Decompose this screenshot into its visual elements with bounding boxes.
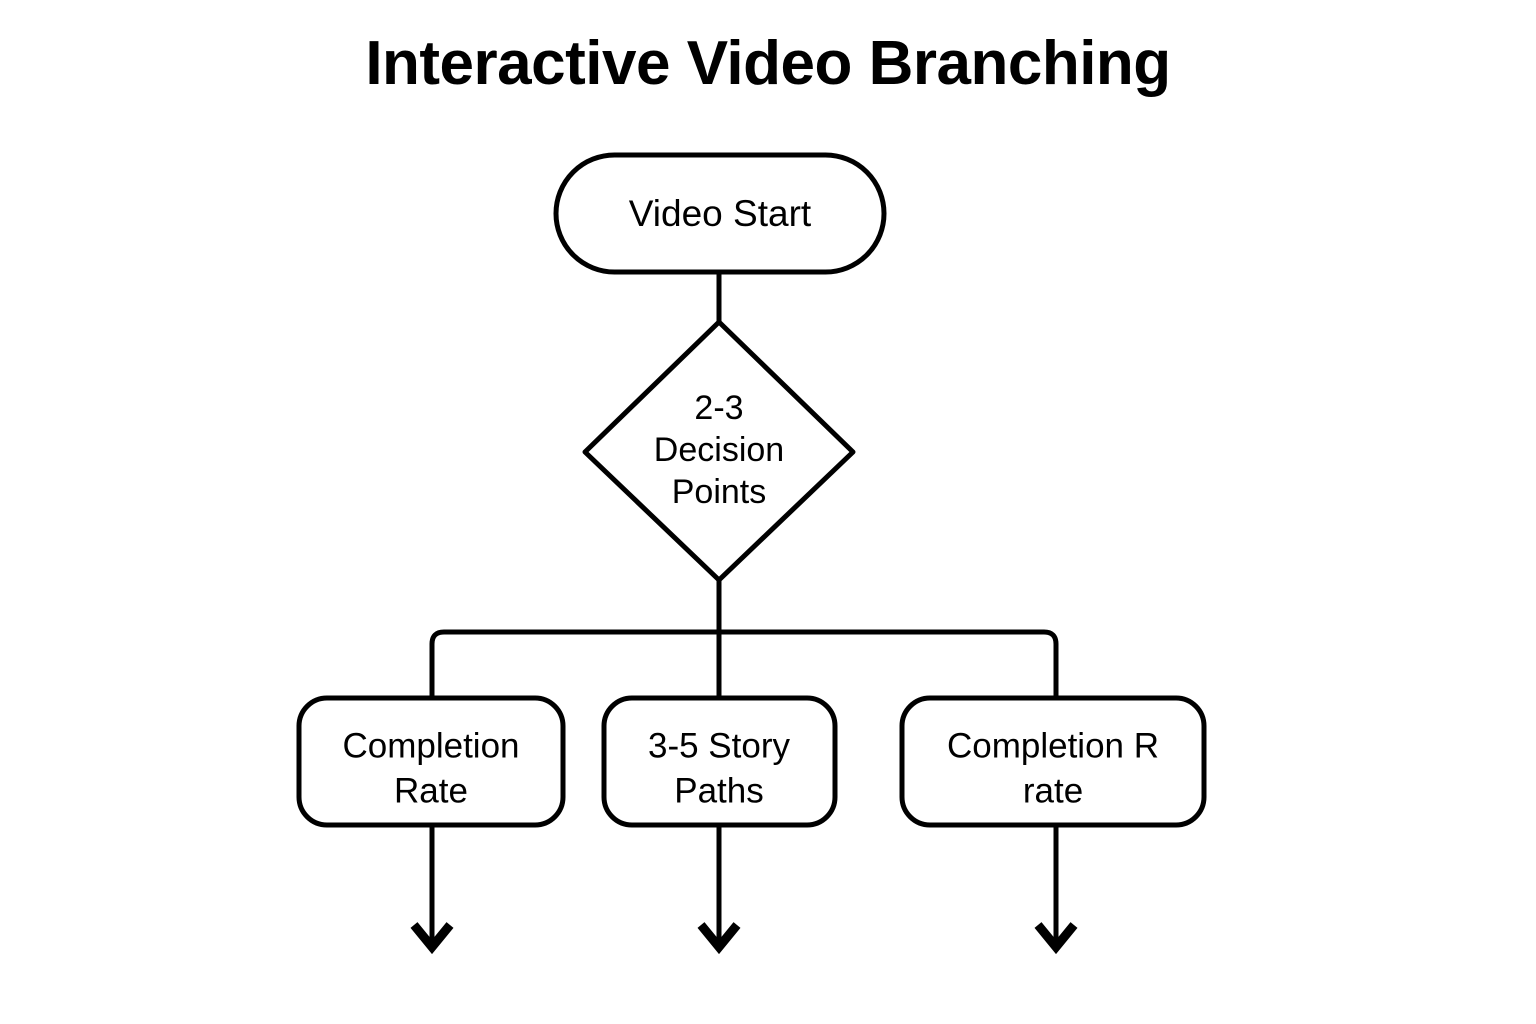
node-story-paths-label-line2: Paths (674, 771, 764, 810)
node-completion-rate-label-line1: Completion (342, 726, 519, 765)
node-decision-label-line2: Decision (654, 431, 784, 469)
node-video-start-label: Video Start (629, 193, 812, 234)
node-completion-rate-shape (296, 695, 566, 828)
node-decision-label-line3: Points (672, 473, 767, 511)
arrowhead-completion-r-rate (1034, 922, 1078, 955)
node-story-paths[interactable]: 3-5 Story Paths (601, 695, 838, 828)
edge-bus-right (719, 629, 1059, 698)
node-story-paths-label-line1: 3-5 Story (648, 726, 790, 765)
node-video-start-shape (553, 152, 887, 275)
node-completion-rate[interactable]: Completion Rate (296, 695, 566, 828)
node-completion-r-rate-label-line1: Completion R (947, 726, 1159, 765)
node-video-start[interactable]: Video Start (553, 152, 887, 275)
node-completion-r-rate-label-line2: rate (1023, 771, 1083, 810)
page-title: Interactive Video Branching (365, 29, 1171, 98)
node-decision[interactable]: 2-3 Decision Points (582, 319, 856, 583)
node-decision-label-line1: 2-3 (694, 389, 743, 427)
node-decision-shape (582, 319, 856, 583)
arrowhead-completion-rate (410, 922, 454, 955)
node-story-paths-shape (601, 695, 838, 828)
node-completion-rate-label-line2: Rate (394, 771, 468, 810)
edge-bus-left (429, 629, 719, 698)
node-completion-r-rate[interactable]: Completion R rate (899, 695, 1207, 828)
node-completion-r-rate-shape (899, 695, 1207, 828)
arrowhead-story-paths (697, 922, 741, 955)
